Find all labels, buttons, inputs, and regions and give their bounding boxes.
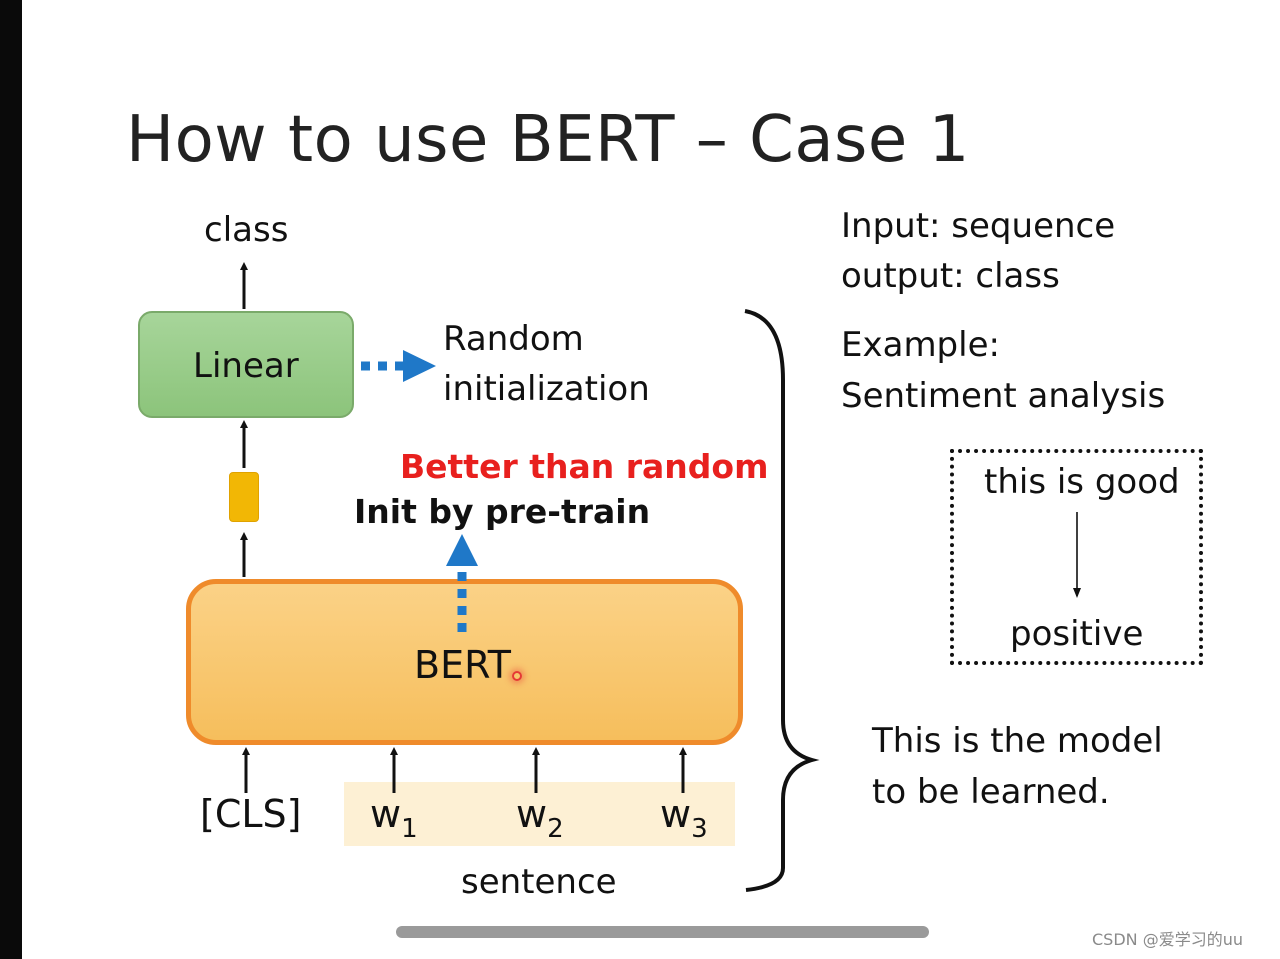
cls-token-label: [CLS] <box>200 792 302 836</box>
token-w1-letter: w <box>370 792 402 836</box>
sentence-token-band <box>344 782 735 846</box>
example-output-text: positive <box>1010 614 1144 654</box>
example-heading: Example: <box>841 325 1000 365</box>
sentence-label: sentence <box>461 862 617 902</box>
init-by-pretrain-note: Init by pre-train <box>354 492 651 531</box>
token-w3: w3 <box>660 795 708 842</box>
better-than-random-note: Better than random <box>400 447 769 486</box>
dashed-arrow-pretrain-init <box>446 534 478 632</box>
left-black-edge <box>0 0 22 959</box>
random-init-line-1: Random <box>443 319 584 359</box>
input-sequence-text: Input: sequence <box>841 206 1116 246</box>
token-w3-subscript: 3 <box>691 814 708 844</box>
linear-layer-label: Linear <box>193 346 299 386</box>
right-brace <box>744 309 820 892</box>
class-output-label: class <box>204 210 289 250</box>
token-w2-letter: w <box>516 792 548 836</box>
example-task-text: Sentiment analysis <box>841 376 1166 416</box>
sentiment-example-box <box>950 449 1203 665</box>
slide-title: How to use BERT – Case 1 <box>126 103 970 177</box>
pointer-cursor-dot <box>512 671 522 681</box>
token-w1: w1 <box>370 795 418 842</box>
cls-output-vector <box>229 472 259 522</box>
linear-layer-box <box>138 311 354 418</box>
example-input-text: this is good <box>984 462 1180 502</box>
model-note-line-2: to be learned. <box>872 772 1110 812</box>
token-w2: w2 <box>516 795 564 842</box>
token-w3-letter: w <box>660 792 692 836</box>
output-class-text: output: class <box>841 256 1060 296</box>
model-note-line-1: This is the model <box>872 721 1163 761</box>
random-init-line-2: initialization <box>443 369 650 409</box>
csdn-watermark: CSDN @爱学习的uu <box>1092 930 1243 949</box>
token-w2-subscript: 2 <box>547 814 564 844</box>
bert-model-label: BERT <box>414 643 511 687</box>
horizontal-scrollbar[interactable] <box>396 926 929 938</box>
dashed-arrow-random-init <box>361 350 436 382</box>
token-w1-subscript: 1 <box>401 814 418 844</box>
